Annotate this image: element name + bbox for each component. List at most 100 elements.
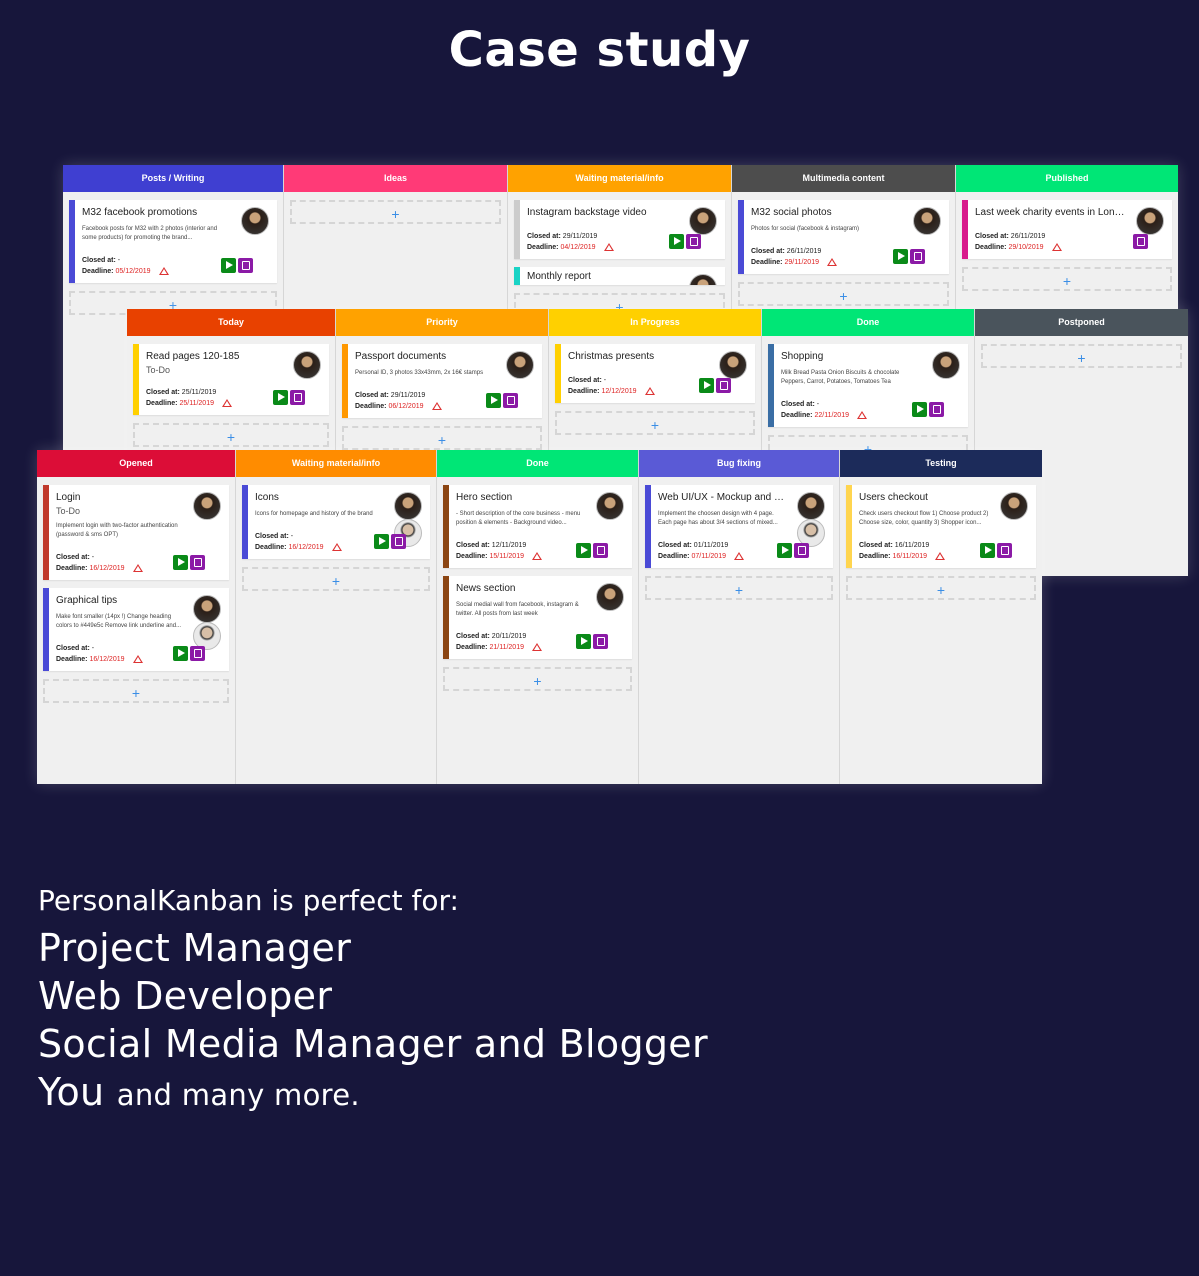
column-header[interactable]: In Progress <box>549 309 761 336</box>
closed-at-label: Closed at: <box>56 645 90 652</box>
card-description: Social medial wall from facebook, instag… <box>456 602 579 617</box>
column-header[interactable]: Bug fixing <box>639 450 839 477</box>
closed-at-label: Closed at: <box>456 542 490 549</box>
deadline-row: Deadline: 05/12/2019 <box>82 266 231 277</box>
add-card-button[interactable]: + <box>738 282 949 306</box>
play-icon[interactable] <box>893 249 908 264</box>
edit-icon[interactable] <box>910 249 925 264</box>
card-title: Login <box>56 492 81 503</box>
add-card-button[interactable]: + <box>962 267 1172 291</box>
edit-icon[interactable] <box>290 390 305 405</box>
add-card-button[interactable]: + <box>981 344 1182 368</box>
play-icon[interactable] <box>777 543 792 558</box>
play-icon[interactable] <box>669 234 684 249</box>
play-icon[interactable] <box>980 543 995 558</box>
task-card[interactable]: Monthly report <box>514 267 725 285</box>
edit-icon[interactable] <box>190 555 205 570</box>
edit-icon[interactable] <box>391 534 406 549</box>
edit-icon[interactable] <box>503 393 518 408</box>
edit-icon[interactable] <box>794 543 809 558</box>
play-icon[interactable] <box>273 390 288 405</box>
column-header[interactable]: Priority <box>336 309 548 336</box>
column-header[interactable]: Published <box>956 165 1178 192</box>
column-header[interactable]: Posts / Writing <box>63 165 283 192</box>
closed-at-row: Closed at: 26/11/2019 <box>751 246 903 257</box>
edit-icon[interactable] <box>686 234 701 249</box>
closed-at-label: Closed at: <box>568 377 602 384</box>
column-header[interactable]: Ideas <box>284 165 507 192</box>
audience-web-developer: Web Developer <box>38 974 333 1018</box>
task-card[interactable]: Hero section- Short description of the c… <box>443 485 632 568</box>
column-header[interactable]: Testing <box>840 450 1042 477</box>
deadline-label: Deadline: <box>859 553 891 560</box>
card-title: Read pages 120-185 <box>146 351 240 362</box>
avatar <box>293 351 321 379</box>
task-card[interactable]: Web UI/UX - Mockup and website f...Imple… <box>645 485 833 568</box>
play-icon[interactable] <box>173 555 188 570</box>
card-actions <box>1133 234 1148 249</box>
closed-at-value: - <box>91 554 95 561</box>
play-icon[interactable] <box>576 634 591 649</box>
card-title: Instagram backstage video <box>527 207 647 218</box>
deadline-label: Deadline: <box>658 553 690 560</box>
deadline-row: Deadline: 25/11/2019 <box>146 398 283 409</box>
warning-icon <box>733 552 744 561</box>
column-header[interactable]: Waiting material/info <box>236 450 436 477</box>
play-icon[interactable] <box>221 258 236 273</box>
edit-icon[interactable] <box>593 543 608 558</box>
column-header[interactable]: Done <box>762 309 974 336</box>
card-actions <box>699 378 731 393</box>
column-header[interactable]: Multimedia content <box>732 165 955 192</box>
column-body: + <box>975 336 1188 576</box>
add-card-button[interactable]: + <box>43 679 229 703</box>
card-title: Graphical tips <box>56 595 118 606</box>
column-header[interactable]: Opened <box>37 450 235 477</box>
add-card-button[interactable]: + <box>242 567 430 591</box>
add-card-button[interactable]: + <box>645 576 833 600</box>
add-card-button[interactable]: + <box>846 576 1036 600</box>
edit-icon[interactable] <box>593 634 608 649</box>
deadline-value: 16/11/2019 <box>892 553 927 560</box>
add-card-button[interactable]: + <box>290 200 501 224</box>
edit-icon[interactable] <box>190 646 205 661</box>
play-icon[interactable] <box>173 646 188 661</box>
closed-at-row: Closed at: - <box>255 531 384 542</box>
deadline-row: Deadline: 16/11/2019 <box>859 551 990 562</box>
edit-icon[interactable] <box>929 402 944 417</box>
card-meta: Closed at: -Deadline: 16/12/2019 <box>56 643 183 665</box>
play-icon[interactable] <box>486 393 501 408</box>
edit-icon[interactable] <box>997 543 1012 558</box>
column-header[interactable]: Today <box>127 309 335 336</box>
column-header[interactable]: Postponed <box>975 309 1188 336</box>
column-header[interactable]: Waiting material/info <box>508 165 731 192</box>
edit-icon[interactable] <box>716 378 731 393</box>
add-card-button[interactable]: + <box>443 667 632 691</box>
play-icon[interactable] <box>576 543 591 558</box>
column-header[interactable]: Done <box>437 450 638 477</box>
play-icon[interactable] <box>912 402 927 417</box>
add-card-button[interactable]: + <box>133 423 329 447</box>
play-icon[interactable] <box>374 534 389 549</box>
add-card-button[interactable]: + <box>342 426 542 450</box>
task-card[interactable]: Last week charity events in Londo...Clos… <box>962 200 1172 259</box>
play-icon[interactable] <box>699 378 714 393</box>
edit-icon[interactable] <box>238 258 253 273</box>
add-card-button[interactable]: + <box>555 411 755 435</box>
edit-icon[interactable] <box>1133 234 1148 249</box>
